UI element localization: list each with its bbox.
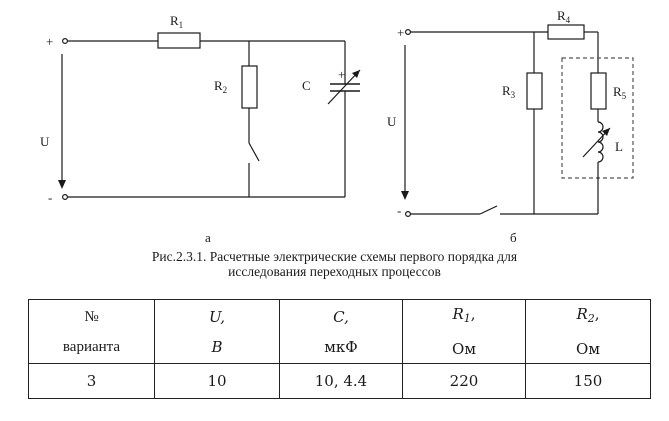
terminal-plus-b — [405, 29, 412, 36]
switch-b — [479, 205, 498, 215]
figure-caption-line1: Рис.2.3.1. Расчетные электрические схемы… — [151, 249, 518, 264]
header-r2: R2, Ом — [525, 299, 651, 364]
variant-table: № варианта U, В C, мкФ R1, Ом R2, Ом 3 1… — [28, 299, 651, 399]
circuit-a — [58, 32, 361, 201]
source-label-a: U — [40, 134, 50, 149]
inductor-label: L — [615, 139, 623, 154]
plus-label-a: + — [46, 34, 53, 49]
header-voltage: U, В — [154, 299, 280, 364]
sub-caption-a: а — [205, 230, 211, 245]
cell-capacitance: 10, 4.4 — [279, 363, 403, 399]
header-capacitance: C, мкФ — [279, 299, 403, 364]
minus-label-b: - — [397, 203, 401, 218]
capacitor-plus-label: + — [338, 67, 345, 82]
source-arrow-b — [401, 191, 409, 200]
resistor-r5 — [590, 72, 607, 110]
table-header-row: № варианта U, В C, мкФ R1, Ом R2, Ом — [28, 299, 651, 364]
cell-voltage: 10 — [154, 363, 280, 399]
plus-label-b: + — [397, 25, 404, 40]
source-arrow-a — [58, 180, 66, 189]
r4-label: R4 — [557, 8, 571, 25]
figure-caption-line2: исследования переходных процессов — [228, 264, 441, 279]
cell-r2: 150 — [525, 363, 651, 399]
source-label-b: U — [387, 114, 397, 129]
table-row: 3 10 10, 4.4 220 150 — [28, 363, 651, 399]
r1-label: R1 — [170, 13, 183, 30]
circuit-b — [401, 24, 634, 218]
inductor-coil — [597, 121, 604, 163]
header-r1: R1, Ом — [402, 299, 526, 364]
resistor-r2 — [241, 65, 258, 109]
cell-r1: 220 — [402, 363, 526, 399]
capacitor-variable-arrow — [327, 69, 361, 105]
switch-a — [248, 142, 260, 162]
circuit-diagrams: + - U R1 R2 C + а + - U R4 R3 R5 L б — [40, 8, 634, 245]
resistor-r3 — [526, 72, 543, 110]
minus-label-a: - — [48, 190, 52, 205]
resistor-r4 — [547, 24, 585, 40]
terminal-minus-b — [405, 211, 412, 218]
terminal-minus-a — [61, 194, 68, 201]
resistor-r1 — [157, 32, 201, 49]
r2-label: R2 — [214, 78, 227, 95]
r3-label: R3 — [502, 83, 516, 100]
cell-variant: 3 — [28, 363, 155, 399]
sub-caption-b: б — [510, 230, 517, 245]
terminal-plus-a — [61, 37, 68, 44]
header-variant: № варианта — [28, 299, 155, 364]
capacitor-label: C — [302, 78, 311, 93]
r5-label: R5 — [613, 84, 627, 101]
